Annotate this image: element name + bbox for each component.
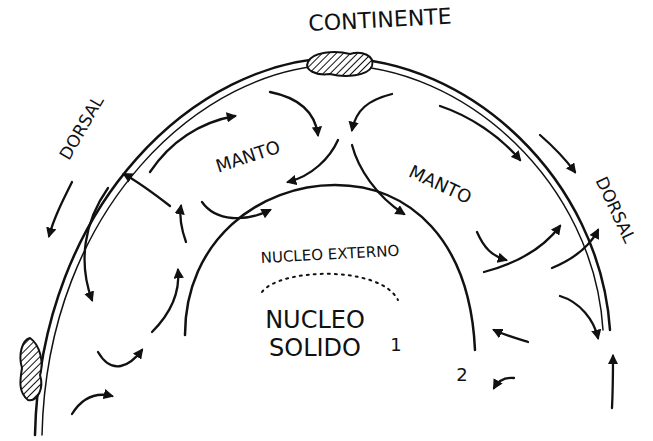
callout-number: 2 <box>456 365 467 386</box>
ridge-label: DORSAL <box>591 174 639 246</box>
convection-arrow <box>270 92 318 135</box>
outer-core-label: NUCLEO EXTERNO <box>260 243 399 267</box>
mantle-label: MANTO <box>213 137 283 177</box>
callout-number: 1 <box>390 335 401 356</box>
convection-arrow <box>484 226 560 272</box>
convection-arrow <box>477 232 506 260</box>
convection-arrow <box>612 356 613 408</box>
convection-arrow <box>152 270 178 332</box>
ridge-label: DORSAL <box>56 93 108 164</box>
convection-arrow <box>124 174 170 206</box>
convection-arrow <box>494 378 514 388</box>
earth-surface <box>35 58 610 435</box>
surface-arrow <box>540 135 575 172</box>
inner-core-label: NUCLEO SOLIDO <box>259 307 371 362</box>
convection-arrow <box>98 350 142 366</box>
inner-core-boundary <box>262 274 398 300</box>
continent-label: CONTINENTE <box>308 4 452 37</box>
convection-arrow <box>202 202 270 218</box>
convection-arrow <box>352 94 392 130</box>
convection-arrow <box>72 395 112 414</box>
continent-shape <box>307 52 372 76</box>
surface-arrow <box>49 182 72 236</box>
convection-arrow <box>352 145 404 214</box>
continent-shape <box>20 338 41 400</box>
convection-arrow <box>440 106 520 160</box>
crust-line <box>42 65 603 435</box>
convection-arrow <box>560 296 598 338</box>
convection-arrow <box>85 188 108 300</box>
convection-arrow <box>288 140 338 182</box>
convection-arrow <box>180 206 186 242</box>
mantle-label: MANTO <box>406 162 475 209</box>
convection-arrow <box>494 330 528 342</box>
convection-arrow <box>552 230 598 268</box>
